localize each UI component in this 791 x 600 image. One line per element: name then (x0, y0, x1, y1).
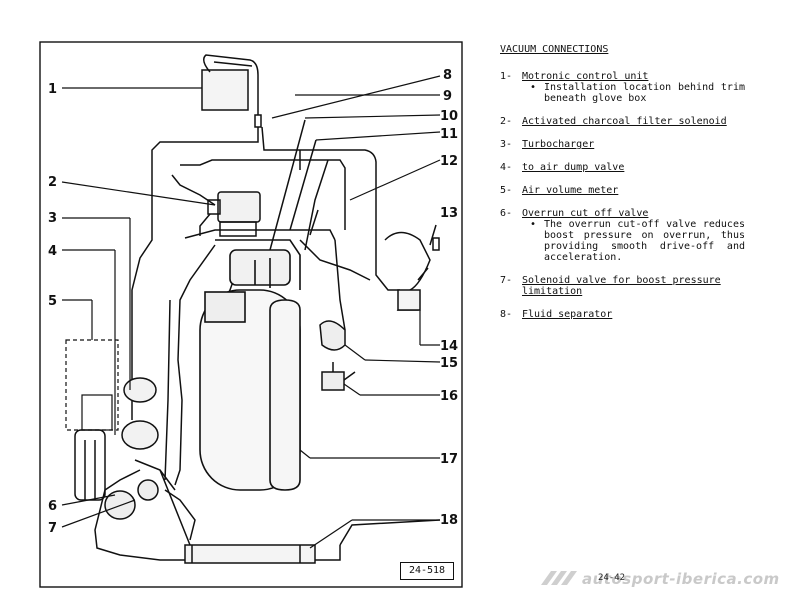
callout-9: 9 (443, 89, 452, 104)
legend-item-title: to air dump valve (522, 162, 625, 173)
callout-18: 18 (440, 513, 458, 528)
callout-leaders (61, 75, 441, 549)
callout-3: 3 (48, 211, 57, 226)
fluid-separator (184, 544, 316, 564)
legend-item-title: Fluid separator (522, 309, 613, 320)
legend-heading: VACUUM CONNECTIONS (500, 44, 609, 55)
lower-left-components (74, 377, 196, 546)
legend-item-number: 7- (500, 275, 513, 286)
legend-item-6: 6- Overrun cut off valve •The overrun cu… (500, 208, 745, 263)
legend-item-number: 6- (500, 208, 513, 219)
bullet-icon: • (530, 219, 537, 230)
legend-item-number: 8- (500, 309, 513, 320)
legend-item-title: Activated charcoal filter solenoid (522, 116, 727, 127)
legend-item-1: 1- Motronic control unit •Installation l… (500, 71, 745, 104)
components-15-16 (319, 320, 356, 391)
callout-14: 14 (440, 339, 458, 354)
legend-item-title: Motronic control unit (522, 71, 649, 82)
watermark-logo-icon (541, 571, 577, 585)
diagram-frame (39, 41, 463, 588)
callout-13: 13 (440, 206, 458, 221)
callout-2: 2 (48, 175, 57, 190)
legend-item-5: 5- Air volume meter (500, 185, 745, 196)
legend-item-note: •The overrun cut-off valve reduces boost… (530, 219, 745, 263)
callout-7: 7 (48, 521, 57, 536)
legend-item-4: 4- to air dump valve (500, 162, 745, 173)
air-volume-meter (65, 339, 119, 431)
callout-15: 15 (440, 356, 458, 371)
bullet-icon: • (530, 82, 537, 93)
watermark-text: autosport-iberica.com (582, 570, 780, 588)
callout-17: 17 (440, 452, 458, 467)
right-components (384, 224, 440, 311)
legend-item-number: 2- (500, 116, 513, 127)
intercooler-tube (269, 299, 301, 491)
legend-item-title: Air volume meter (522, 185, 619, 196)
callout-12: 12 (440, 154, 458, 169)
legend-item-3: 3- Turbocharger (500, 139, 745, 150)
callout-4: 4 (48, 244, 57, 259)
callout-1: 1 (48, 82, 57, 97)
legend-item-8: 8- Fluid separator (500, 309, 745, 320)
motronic-control-unit (201, 54, 262, 128)
callout-16: 16 (440, 389, 458, 404)
legend-item-title: Solenoid valve for boost pressure limita… (522, 275, 721, 297)
legend-item-number: 3- (500, 139, 513, 150)
legend-item-title: Turbocharger (522, 139, 595, 150)
page-number: 24-42 (598, 573, 626, 583)
callout-6: 6 (48, 499, 57, 514)
legend-item-title: Overrun cut off valve (522, 208, 649, 219)
callout-10: 10 (440, 109, 458, 124)
callout-8: 8 (443, 68, 452, 83)
callout-5: 5 (48, 294, 57, 309)
legend-item-number: 5- (500, 185, 513, 196)
charcoal-filter-solenoid (199, 191, 261, 237)
legend-item-number: 4- (500, 162, 513, 173)
legend-item-7: 7- Solenoid valve for boost pressure lim… (500, 275, 745, 297)
legend-item-note: •Installation location behind trim benea… (530, 82, 745, 104)
figure-reference: 24-518 (400, 562, 454, 580)
callout-11: 11 (440, 127, 458, 142)
legend: VACUUM CONNECTIONS 1- Motronic control u… (500, 44, 745, 332)
legend-item-2: 2- Activated charcoal filter solenoid (500, 116, 745, 127)
legend-item-number: 1- (500, 71, 513, 82)
